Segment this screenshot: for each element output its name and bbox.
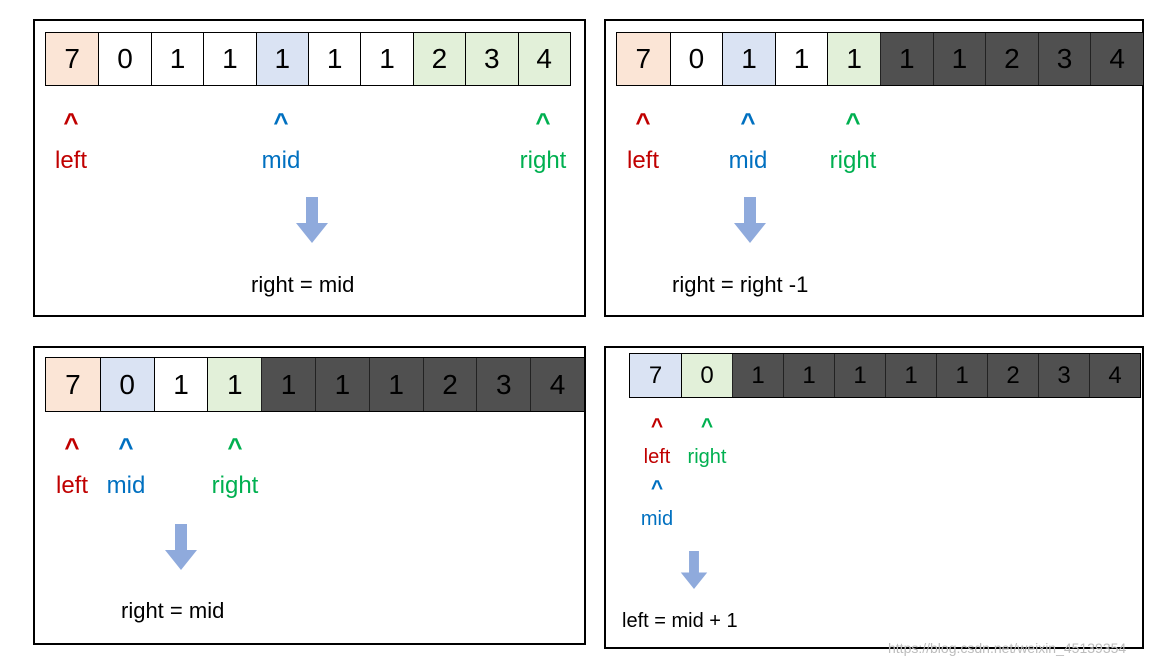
array-cell: 7 — [46, 358, 100, 411]
array-cell: 4 — [1089, 354, 1140, 397]
array-cell: 1 — [885, 354, 936, 397]
down-arrow-icon — [165, 524, 197, 570]
pointer-label-left: left — [626, 147, 660, 174]
left-pointer: ^ left — [55, 109, 87, 175]
right-pointer: ^ right — [520, 109, 567, 175]
caret-up-icon: ^ — [845, 107, 861, 137]
mid-pointer: ^ mid — [641, 478, 673, 531]
array-cell: 3 — [476, 358, 531, 411]
array-cell: 1 — [360, 33, 413, 85]
caret-up-icon: ^ — [535, 107, 551, 137]
update-formula: right = mid — [121, 598, 225, 623]
array-cell: 7 — [630, 354, 681, 397]
array-cell: 1 — [932, 33, 986, 85]
pointer-label-left: left — [55, 472, 89, 499]
left-pointer: ^ left — [56, 434, 88, 500]
pointer-label-left: left — [643, 446, 671, 468]
array-cell: 0 — [669, 33, 723, 85]
right-pointer: ^ right — [830, 109, 877, 175]
array-cell: 2 — [987, 354, 1038, 397]
array-cell: 1 — [774, 33, 828, 85]
array-cell: 7 — [617, 33, 670, 85]
pointer-label-mid: mid — [261, 147, 301, 174]
pointer-label-left: left — [54, 147, 88, 174]
array-cell: 2 — [412, 33, 466, 85]
array-cell: 0 — [681, 354, 732, 397]
pointer-label-right: right — [211, 472, 259, 499]
right-pointer: ^ right — [688, 416, 727, 469]
caret-up-icon: ^ — [650, 415, 664, 438]
down-arrow-icon — [296, 197, 328, 243]
array-cell: 1 — [314, 358, 369, 411]
caret-up-icon: ^ — [740, 107, 756, 137]
caret-up-icon: ^ — [273, 107, 289, 137]
array-cell: 1 — [255, 33, 308, 85]
array-cell: 2 — [422, 358, 477, 411]
array-cell: 1 — [261, 358, 315, 411]
array-cell: 4 — [530, 358, 584, 411]
array-cell: 1 — [879, 33, 933, 85]
array-cell: 0 — [98, 33, 151, 85]
mid-pointer: ^ mid — [262, 109, 301, 175]
left-pointer: ^ left — [644, 416, 671, 469]
array-cell: 2 — [985, 33, 1038, 85]
caret-up-icon: ^ — [63, 107, 79, 137]
mid-pointer: ^ mid — [729, 109, 768, 175]
update-formula: left = mid + 1 — [622, 610, 738, 632]
array-cell: 0 — [99, 358, 154, 411]
update-formula: right = right -1 — [672, 272, 809, 297]
array-cell: 1 — [834, 354, 885, 397]
pointer-label-mid: mid — [106, 472, 146, 499]
caret-up-icon: ^ — [118, 432, 134, 462]
array-cell: 1 — [203, 33, 256, 85]
caret-up-icon: ^ — [64, 432, 80, 462]
array-cell: 3 — [1037, 33, 1091, 85]
array-cell: 1 — [207, 358, 262, 411]
pointer-label-right: right — [687, 446, 727, 468]
pointer-label-right: right — [519, 147, 567, 174]
array-cell: 1 — [153, 358, 208, 411]
array-cell: 3 — [465, 33, 518, 85]
left-pointer: ^ left — [627, 109, 659, 175]
mid-pointer: ^ mid — [107, 434, 146, 500]
pointer-label-mid: mid — [640, 508, 674, 530]
array-cell: 1 — [732, 354, 783, 397]
array-cell: 1 — [827, 33, 880, 85]
array-cell: 1 — [150, 33, 204, 85]
caret-up-icon: ^ — [635, 107, 651, 137]
down-arrow-icon — [734, 197, 766, 243]
watermark-text: https://blog.csdn.net/weixin_45139354 — [888, 640, 1127, 656]
right-pointer: ^ right — [212, 434, 259, 500]
down-arrow-icon — [680, 551, 708, 589]
array-cell: 1 — [368, 358, 423, 411]
array-cell: 4 — [1090, 33, 1143, 85]
array-cell: 1 — [936, 354, 987, 397]
array-cell: 3 — [1038, 354, 1089, 397]
array-cell: 1 — [722, 33, 775, 85]
array-cell: 1 — [783, 354, 834, 397]
pointer-label-right: right — [829, 147, 877, 174]
caret-up-icon: ^ — [227, 432, 243, 462]
caret-up-icon: ^ — [700, 415, 714, 438]
array-cell: 4 — [517, 33, 570, 85]
array-cell: 7 — [46, 33, 99, 85]
caret-up-icon: ^ — [650, 477, 664, 500]
pointer-label-mid: mid — [728, 147, 768, 174]
array-cell: 1 — [307, 33, 361, 85]
update-formula: right = mid — [251, 272, 355, 297]
